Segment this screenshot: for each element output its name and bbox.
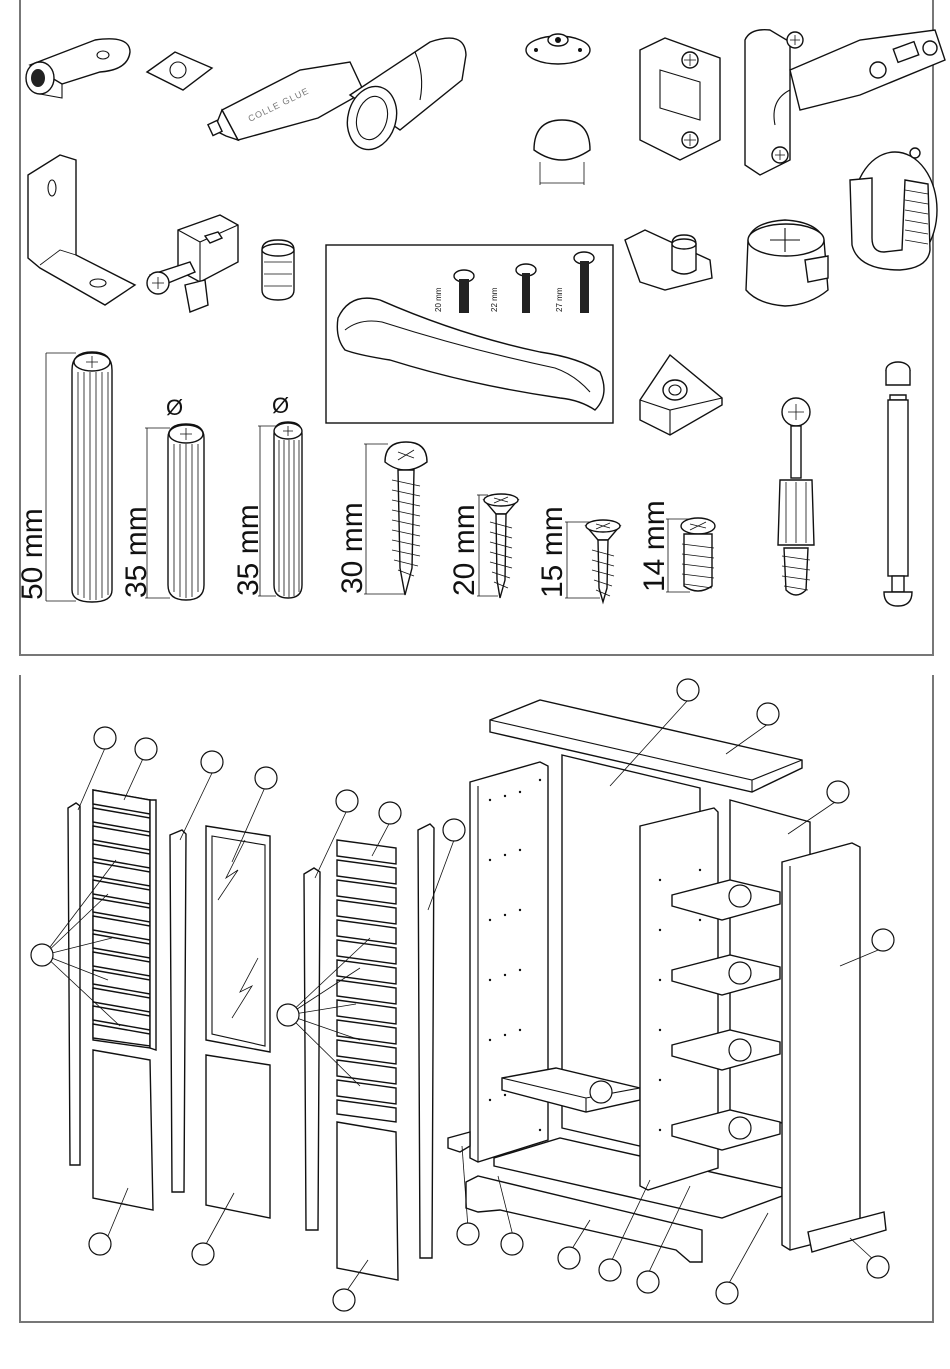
screw-30-label: 30 mm (336, 502, 369, 594)
door-3-stile-left (304, 868, 320, 1230)
screw-14-label: 14 mm (638, 500, 671, 592)
dowel-35a-icon: Ø 35 mm (120, 395, 204, 600)
exploded-assembly-panel (20, 675, 933, 1322)
screw-15-label: 15 mm (536, 506, 569, 598)
cam-lock-bracket-icon (26, 39, 130, 98)
dowel-35b-icon: Ø 35 mm (232, 393, 302, 598)
cam-housing-icon (746, 220, 828, 306)
shelf-support-icon (625, 230, 712, 290)
door-2-lower-panel (206, 1055, 270, 1218)
angle-bracket-icon (28, 155, 135, 305)
diameter-symbol-2: Ø (272, 393, 289, 418)
disc-connector-icon (526, 34, 590, 64)
door-1-louvred (68, 790, 156, 1210)
door-3-louvred (304, 824, 434, 1280)
cup-handle-icon (850, 148, 937, 270)
cabinet-carcass (448, 700, 886, 1262)
diameter-symbol-1: Ø (166, 395, 183, 420)
door-3-slats (337, 840, 396, 1122)
screw-14-icon: 14 mm (638, 500, 715, 592)
plastic-plug-icon (262, 240, 294, 300)
dowel-50-label: 50 mm (16, 508, 49, 600)
cam-bolt-icon (778, 398, 814, 595)
door-1-stile-left (68, 803, 80, 1165)
hardware-panel: COLLE GLUE (16, 0, 945, 655)
handle-screw-22-label: 22 mm (490, 287, 499, 312)
corner-block-icon (640, 355, 722, 435)
door-2-stile-left (170, 830, 186, 1192)
door-2-glass (170, 826, 270, 1218)
dowel-35b-label: 35 mm (232, 504, 265, 596)
door-3-lower-panel (337, 1122, 398, 1280)
handle-kit-box: 20 mm 22 mm 27 mm (326, 245, 613, 423)
left-side-panel (470, 762, 548, 1162)
dowel-35a-label: 35 mm (120, 506, 153, 598)
handle-screw-20-label: 20 mm (434, 287, 443, 312)
door-2-glass-pane (206, 826, 270, 1052)
door-3-stile-right (418, 824, 434, 1258)
screw-20-label: 20 mm (448, 504, 481, 596)
screw-30-icon: 30 mm (336, 442, 427, 595)
right-side-panel (782, 843, 860, 1250)
door-1-lower-panel (93, 1050, 153, 1210)
washer-icon (147, 52, 212, 90)
round-knob-icon (534, 120, 590, 185)
plinth-end-block (448, 1132, 470, 1152)
dowel-50-icon: 50 mm (16, 352, 112, 602)
glue-tube-icon: COLLE GLUE (208, 62, 364, 140)
screw-15-icon: 15 mm (536, 506, 620, 602)
connecting-bolt-icon (884, 362, 912, 606)
cam-fitting-icon (147, 215, 238, 312)
handle-screw-27-label: 27 mm (555, 287, 564, 312)
oval-connector-icon (341, 38, 466, 155)
hinge-mounting-plate-icon (640, 38, 720, 160)
screw-20-icon: 20 mm (448, 494, 518, 598)
